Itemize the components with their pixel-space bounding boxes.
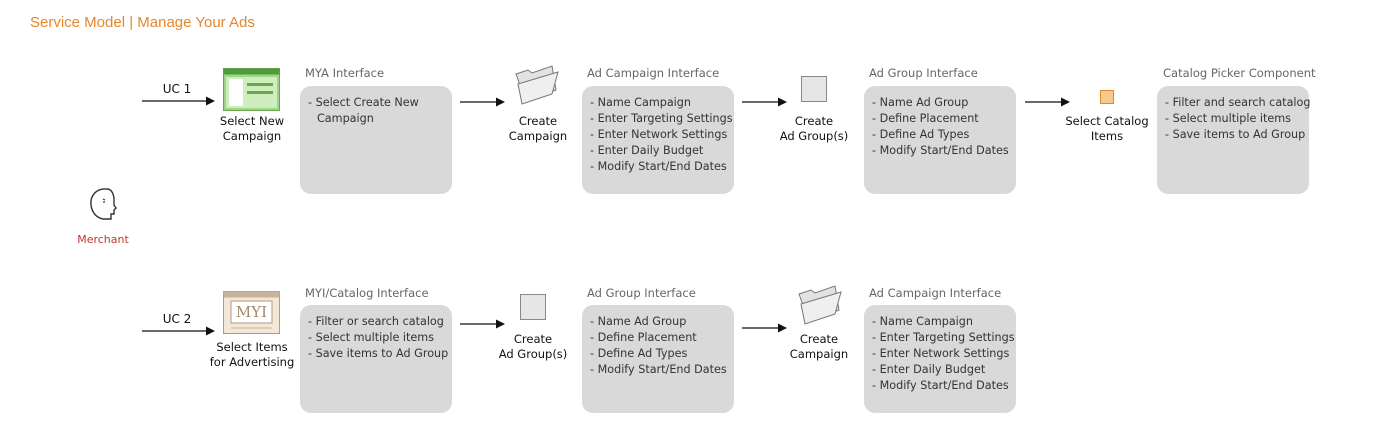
- panel-line: - Enter Daily Budget: [590, 144, 704, 157]
- panel-line: - Define Placement: [872, 112, 979, 125]
- page-title: Service Model | Manage Your Ads: [30, 14, 255, 31]
- flow-arrow: [742, 322, 788, 334]
- folder-icon[interactable]: [795, 284, 845, 326]
- panel-line: - Filter and search catalog: [1165, 96, 1311, 109]
- step-caption: Select Catalog Items: [1065, 114, 1149, 143]
- panel-title: Ad Campaign Interface: [869, 286, 1002, 300]
- ad-group-square-icon[interactable]: [520, 294, 546, 320]
- panel-line: - Define Ad Types: [872, 128, 970, 141]
- campaign-window-icon[interactable]: [223, 68, 280, 111]
- panel-line: - Filter or search catalog: [308, 315, 444, 328]
- panel-line: - Enter Network Settings: [590, 128, 728, 141]
- panel-line: - Select multiple items: [1165, 112, 1292, 125]
- flow-arrow: [142, 95, 216, 107]
- panel-line: - Enter Targeting Settings: [590, 112, 733, 125]
- flow-arrow: [142, 325, 216, 337]
- panel-line: - Name Campaign: [872, 315, 973, 328]
- ad-group-square-icon[interactable]: [801, 76, 827, 102]
- panel-line: - Save items to Ad Group: [308, 347, 449, 360]
- interface-panel: - Name Campaign - Enter Targeting Settin…: [582, 86, 734, 194]
- person-head-icon: [85, 184, 125, 224]
- panel-line: - Define Placement: [590, 331, 697, 344]
- interface-panel: - Name Campaign - Enter Targeting Settin…: [864, 305, 1016, 413]
- interface-panel: - Name Ad Group - Define Placement - Def…: [582, 305, 734, 413]
- panel-line: - Enter Daily Budget: [872, 363, 986, 376]
- step-caption: Select New Campaign: [219, 114, 285, 143]
- myi-window-icon[interactable]: MYI: [223, 291, 280, 334]
- use-case-label: UC 2: [162, 312, 192, 326]
- folder-icon[interactable]: [512, 64, 562, 106]
- panel-line: - Modify Start/End Dates: [590, 363, 727, 376]
- panel-title: Ad Campaign Interface: [587, 66, 720, 80]
- panel-line: - Save items to Ad Group: [1165, 128, 1306, 141]
- interface-panel: - Filter and search catalog - Select mul…: [1157, 86, 1311, 194]
- flow-arrow: [742, 96, 788, 108]
- panel-line: - Name Campaign: [590, 96, 691, 109]
- step-caption: Create Campaign: [508, 114, 568, 143]
- actor-label: Merchant: [77, 233, 129, 246]
- panel-line: - Modify Start/End Dates: [590, 160, 727, 173]
- panel-title: Ad Group Interface: [587, 286, 696, 300]
- panel-title: MYA Interface: [305, 66, 385, 80]
- panel-line: - Name Ad Group: [590, 315, 687, 328]
- panel-title: MYI/Catalog Interface: [305, 286, 429, 300]
- panel-title: Catalog Picker Component: [1163, 66, 1316, 80]
- myi-logo-text: MYI: [235, 303, 268, 321]
- panel-line: - Enter Targeting Settings: [872, 331, 1015, 344]
- catalog-item-icon[interactable]: [1100, 90, 1114, 104]
- panel-line: - Enter Network Settings: [872, 347, 1010, 360]
- interface-panel: - Name Ad Group - Define Placement - Def…: [864, 86, 1016, 194]
- step-caption: Create Campaign: [789, 332, 849, 361]
- panel-line: Campaign: [317, 112, 374, 125]
- panel-line: - Modify Start/End Dates: [872, 379, 1009, 392]
- panel-line: - Define Ad Types: [590, 347, 688, 360]
- interface-panel: - Filter or search catalog - Select mult…: [300, 305, 452, 413]
- step-caption: Create Ad Group(s): [779, 114, 849, 143]
- flow-arrow: [460, 318, 506, 330]
- panel-line: - Name Ad Group: [872, 96, 969, 109]
- flow-arrow: [460, 96, 506, 108]
- step-caption: Select Items for Advertising: [209, 340, 295, 369]
- interface-panel: - Select Create New Campaign: [300, 86, 452, 194]
- panel-line: - Select Create New: [308, 96, 419, 109]
- panel-line: - Modify Start/End Dates: [872, 144, 1009, 157]
- panel-title: Ad Group Interface: [869, 66, 978, 80]
- flow-arrow: [1025, 96, 1071, 108]
- panel-line: - Select multiple items: [308, 331, 435, 344]
- step-caption: Create Ad Group(s): [498, 332, 568, 361]
- use-case-label: UC 1: [162, 82, 192, 96]
